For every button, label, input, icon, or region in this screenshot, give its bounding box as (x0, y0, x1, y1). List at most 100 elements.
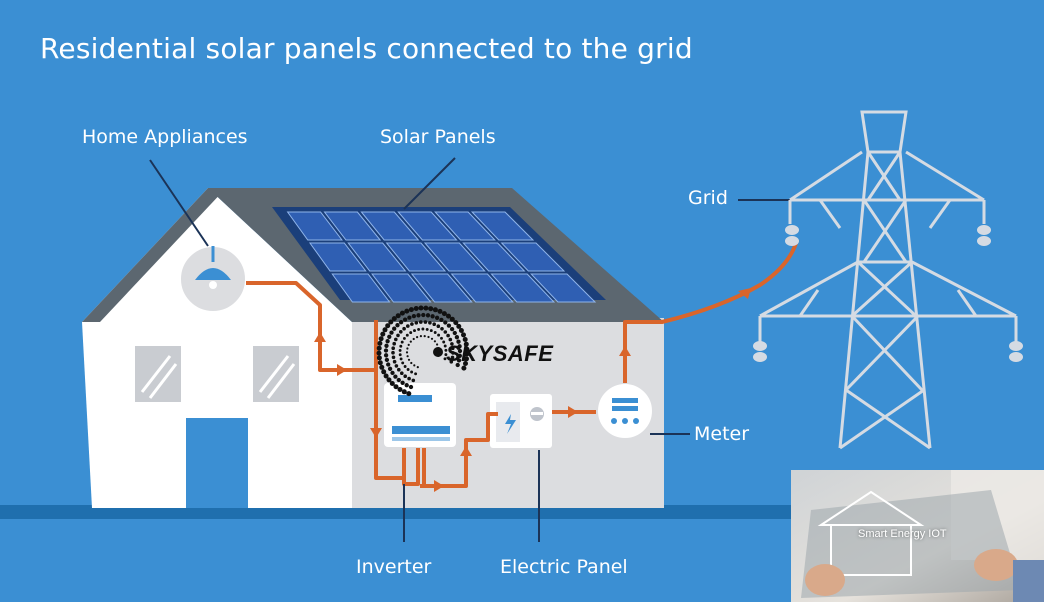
logo-dot (395, 323, 400, 328)
logo-dot (442, 340, 446, 344)
logo-dot (405, 333, 409, 337)
solar-panel-cell (385, 242, 447, 272)
logo-dot (414, 372, 418, 376)
logo-dot (428, 321, 432, 325)
logo-dot (418, 305, 424, 311)
logo-dot (464, 346, 470, 352)
logo-dot (456, 339, 461, 344)
logo-dot (437, 308, 443, 314)
logo-dot (429, 329, 433, 333)
logo-dot (383, 348, 389, 353)
label-grid: Grid (688, 187, 728, 209)
logo-dot (417, 327, 421, 331)
solar-panel-cell (397, 211, 458, 241)
logo-dot (454, 335, 460, 340)
solar-panel-cell (470, 211, 535, 241)
logo-dot (446, 333, 450, 338)
logo-dot (446, 313, 451, 319)
logo-dot (400, 340, 404, 344)
logo-dot (464, 351, 470, 357)
logo-dot (402, 326, 406, 331)
logo-dot (452, 330, 457, 336)
logo-dot (376, 350, 382, 356)
photo-caption: Smart Energy IOT (858, 528, 947, 540)
logo-dot (391, 316, 397, 322)
flow-arrows (314, 288, 751, 492)
logo-dot (416, 313, 421, 318)
logo-dot (406, 324, 410, 328)
logo-dot (382, 327, 388, 333)
logo-dot (392, 359, 397, 364)
logo-dot (450, 355, 455, 360)
logo-dot (403, 374, 408, 379)
logo-dot (425, 313, 431, 318)
solar-panel-cell (450, 273, 514, 303)
logo-dot (463, 341, 469, 347)
logo-dot (385, 339, 390, 344)
logo-dot (464, 356, 469, 362)
logo-dot (384, 357, 390, 363)
logo-dot (449, 360, 454, 364)
label-meter: Meter (694, 423, 750, 445)
ground-strip (0, 505, 1044, 519)
logo-dot (401, 361, 405, 365)
brand-logo-text: SKYSAFE (446, 341, 554, 366)
logo-dot (391, 355, 396, 360)
logo-dot (393, 384, 399, 390)
logo-dot (413, 364, 416, 367)
logo-dot (427, 335, 430, 339)
logo-dot (376, 345, 382, 351)
logo-dot (404, 308, 410, 314)
solar-panel-cell (323, 211, 382, 241)
logo-dot (461, 365, 467, 371)
logo-dot (455, 362, 460, 368)
logo-dot (381, 369, 387, 375)
logo-dot (414, 321, 419, 325)
logo-dot (399, 330, 403, 334)
solar-panel-cell (462, 242, 526, 272)
logo-dot (425, 327, 429, 331)
logo-dot (451, 351, 455, 355)
logo-dot (402, 336, 406, 340)
logo-dot (410, 370, 414, 374)
logo-dot (397, 367, 401, 372)
logo-dot (391, 346, 396, 351)
logo-dot (416, 366, 419, 369)
logo-dot (392, 326, 397, 331)
logo-dot (419, 320, 423, 324)
label-inverter: Inverter (356, 556, 432, 578)
logo-dot-center (433, 347, 443, 357)
logo-dot (377, 360, 383, 366)
logo-dot (451, 346, 455, 351)
logo-dot (399, 344, 403, 348)
logo-dot (408, 384, 414, 390)
logo-dot (395, 313, 401, 319)
logo-dot (399, 357, 403, 361)
label-home-appliances: Home Appliances (82, 126, 248, 148)
logo-dot (456, 358, 462, 363)
logo-dot (421, 312, 426, 318)
logo-dot (400, 380, 405, 385)
logo-dot (432, 307, 438, 313)
logo-dot (457, 353, 462, 358)
logo-dot (405, 351, 409, 354)
logo-dot (378, 336, 384, 342)
logo-dot (387, 366, 393, 371)
logo-dot (386, 377, 392, 383)
logo-dot (430, 337, 434, 340)
logo-dot (432, 322, 437, 327)
logo-dot (409, 331, 413, 335)
solar-panel-cell (308, 242, 367, 272)
logo-dot (407, 376, 411, 381)
label-pointers (149, 157, 790, 542)
solar-panel-cell (286, 211, 343, 241)
logo-dot (433, 331, 437, 334)
logo-dot (449, 316, 455, 322)
logo-dot (384, 343, 389, 348)
logo-dot (401, 389, 407, 395)
logo-dot (398, 353, 402, 357)
solar-panel-cell (410, 273, 473, 303)
logo-dot (437, 333, 441, 337)
logo-dot (423, 320, 428, 324)
logo-dot (406, 355, 409, 358)
